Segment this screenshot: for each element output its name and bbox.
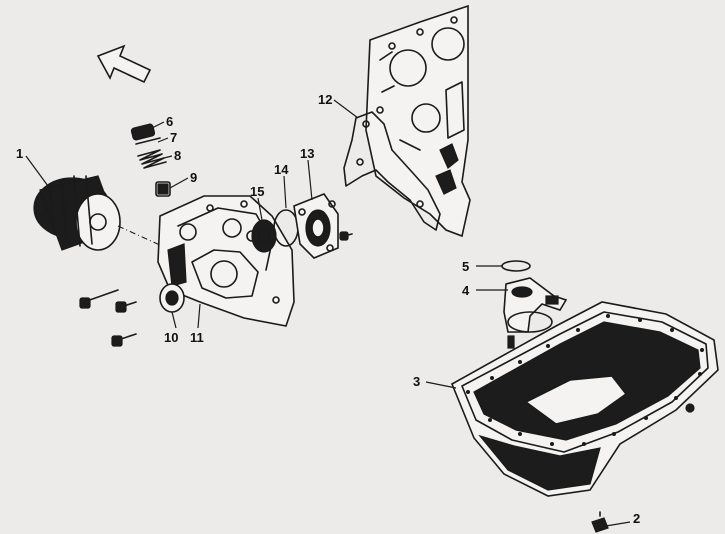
part-2-drain-plug xyxy=(591,511,609,533)
leader-lines xyxy=(25,99,631,527)
filter-axis-line xyxy=(117,225,163,247)
part-4-oil-strainer xyxy=(503,277,568,333)
part-13-pump-cover xyxy=(293,193,339,259)
part-10-oil-seal xyxy=(159,283,185,313)
callout-10: 10 xyxy=(164,330,178,345)
part-1-oil-filter xyxy=(33,175,121,251)
callout-4: 4 xyxy=(462,283,470,298)
callout-12: 12 xyxy=(318,92,332,107)
part-15-inner-rotor xyxy=(251,219,277,253)
part-12-front-cover-gasket xyxy=(343,111,441,231)
part-7-washer xyxy=(135,137,161,145)
callout-1: 1 xyxy=(16,146,23,161)
callout-3: 3 xyxy=(413,374,420,389)
callout-7: 7 xyxy=(170,130,177,145)
callout-labels: 1 2 3 4 5 6 7 8 9 10 11 12 13 14 15 xyxy=(16,92,640,526)
arrow-up-left-icon xyxy=(96,44,152,84)
callout-2: 2 xyxy=(633,511,640,526)
callout-6: 6 xyxy=(166,114,173,129)
callout-5: 5 xyxy=(462,259,469,274)
callout-11: 11 xyxy=(190,330,204,345)
callout-14: 14 xyxy=(274,162,289,177)
part-3-oil-pan xyxy=(450,301,719,497)
callout-9: 9 xyxy=(190,170,197,185)
bolts-group xyxy=(79,231,353,347)
part-9-valve xyxy=(155,181,171,197)
callout-13: 13 xyxy=(300,146,314,161)
callout-15: 15 xyxy=(250,184,264,199)
callout-8: 8 xyxy=(174,148,181,163)
part-8-spring xyxy=(137,149,167,169)
part-5-strainer-gasket xyxy=(501,260,531,272)
part-6-plug xyxy=(130,123,156,141)
engine-block xyxy=(365,4,471,238)
